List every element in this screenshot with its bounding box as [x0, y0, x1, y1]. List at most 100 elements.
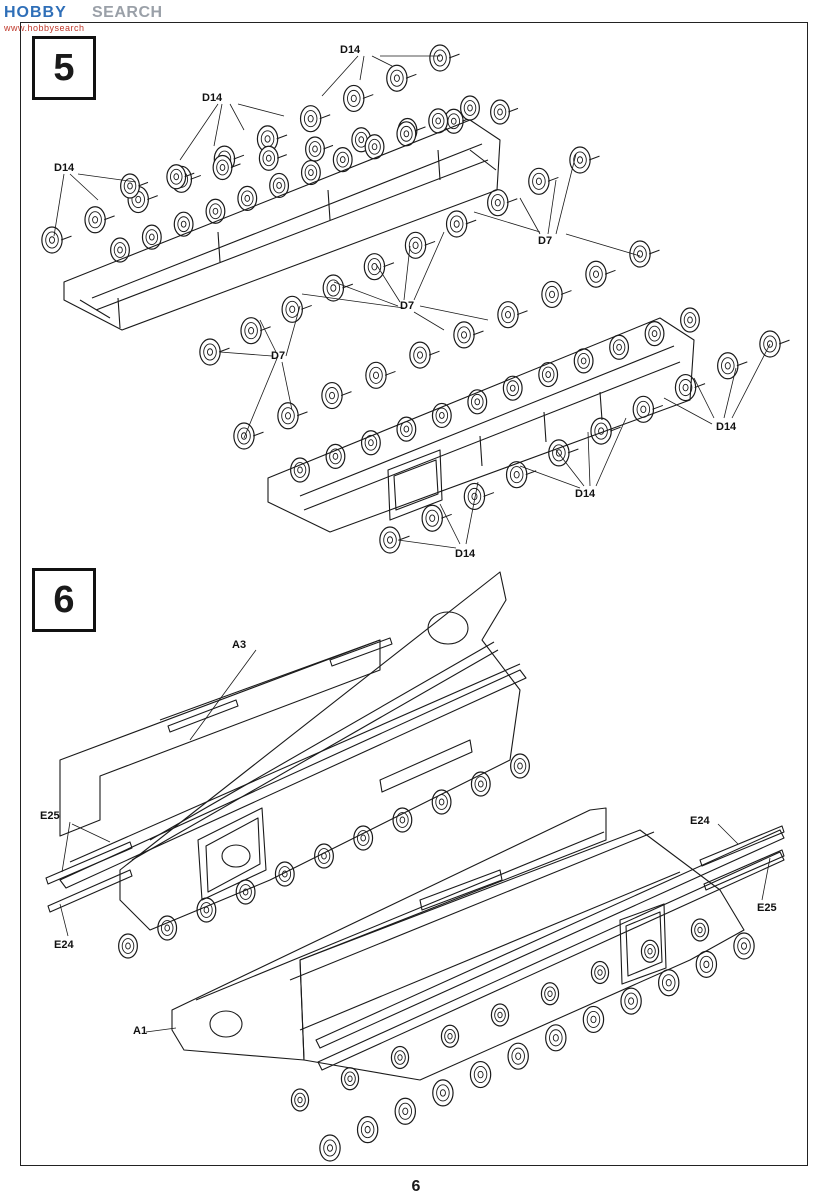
road-wheel — [256, 125, 288, 153]
road-wheel — [497, 301, 528, 329]
road-wheel — [404, 231, 436, 259]
road-wheel — [212, 154, 241, 181]
road-wheel — [305, 136, 334, 162]
hull-right-side-lower — [171, 807, 785, 1081]
road-wheel — [490, 1003, 510, 1027]
road-wheel — [365, 361, 396, 389]
road-wheel — [233, 422, 264, 450]
label-d7-left: D7 — [271, 350, 285, 362]
road-wheel — [487, 189, 518, 217]
road-wheel — [321, 381, 352, 410]
road-wheel — [364, 134, 385, 160]
road-wheel — [545, 1024, 567, 1052]
label-e24-right: E24 — [690, 815, 710, 827]
label-d14-left: D14 — [54, 162, 75, 174]
road-wheel — [538, 361, 559, 388]
road-wheel — [166, 164, 195, 190]
label-d14-bottom: D14 — [455, 548, 476, 560]
road-wheel — [290, 457, 310, 483]
road-wheel — [490, 99, 519, 125]
road-wheel — [205, 198, 226, 224]
road-wheel — [379, 526, 410, 554]
road-wheel — [644, 321, 665, 347]
road-wheel — [445, 210, 477, 238]
road-wheel — [322, 274, 354, 302]
label-d14-right: D14 — [716, 421, 737, 433]
road-wheel — [548, 439, 579, 467]
road-wheel — [394, 1097, 417, 1125]
road-wheel — [505, 461, 537, 489]
label-d14-lower: D14 — [575, 488, 596, 500]
page-number: 6 — [411, 1178, 421, 1195]
road-wheel — [84, 206, 115, 234]
road-wheel — [469, 1060, 492, 1089]
road-wheel — [717, 352, 748, 380]
road-wheel — [274, 861, 295, 887]
road-wheel — [110, 237, 130, 263]
road-wheel — [540, 982, 560, 1006]
road-wheel — [325, 443, 346, 469]
road-wheel — [199, 338, 230, 366]
road-wheel — [528, 167, 559, 195]
road-wheel — [332, 147, 353, 173]
label-a1: A1 — [133, 1025, 147, 1037]
road-wheel — [541, 280, 572, 309]
road-wheel — [440, 1024, 460, 1048]
road-wheel — [363, 253, 395, 281]
road-wheel — [590, 960, 610, 985]
road-wheel — [609, 334, 630, 360]
road-wheel — [360, 430, 381, 456]
road-wheel — [510, 753, 530, 779]
road-wheel — [343, 84, 374, 113]
road-wheel — [695, 950, 718, 978]
label-d7-center: D7 — [400, 300, 414, 312]
road-wheels — [41, 44, 790, 1162]
road-wheel — [585, 260, 616, 288]
road-wheel — [258, 145, 287, 171]
road-wheel — [396, 416, 417, 442]
road-wheel — [409, 341, 440, 369]
road-wheel — [41, 226, 72, 254]
road-wheel — [237, 185, 258, 211]
road-wheel — [300, 159, 321, 186]
label-e25-left: E25 — [40, 810, 60, 822]
road-wheel — [759, 330, 790, 358]
road-wheel — [421, 504, 452, 532]
label-e24-left: E24 — [54, 939, 74, 951]
watermark: HOBBY www.hobbysearch SEARCH — [4, 4, 163, 34]
road-wheel — [629, 240, 660, 268]
road-wheel — [240, 317, 271, 345]
watermark-brand: HOBBY — [4, 4, 67, 21]
road-wheel — [277, 402, 308, 430]
watermark-site: www.hobbysearch — [4, 23, 85, 33]
road-wheel — [314, 843, 334, 869]
road-wheel — [386, 64, 417, 92]
road-wheel — [640, 939, 660, 963]
road-wheel — [690, 918, 710, 942]
road-wheel — [290, 1088, 310, 1112]
road-wheel — [299, 105, 331, 133]
leader-lines — [53, 55, 771, 1033]
road-wheel — [235, 879, 256, 905]
road-wheel — [392, 807, 413, 833]
road-wheel — [569, 146, 600, 174]
road-wheel — [390, 1045, 410, 1070]
road-wheel — [196, 897, 217, 923]
step-6-number: 6 — [32, 568, 96, 632]
label-d14-upper: D14 — [202, 92, 223, 104]
road-wheel — [502, 375, 523, 401]
road-wheel — [632, 395, 664, 423]
road-wheel — [460, 95, 480, 121]
road-wheel — [432, 1079, 454, 1107]
road-wheel — [582, 1005, 605, 1034]
road-wheel — [118, 933, 138, 959]
suspension-frame-lower — [267, 317, 695, 533]
road-wheel — [507, 1042, 529, 1070]
road-wheel — [680, 307, 700, 333]
road-wheel — [467, 389, 488, 415]
road-wheel — [470, 771, 491, 797]
hull-left-side-upper — [45, 571, 527, 931]
road-wheel — [356, 1116, 379, 1144]
step-5-number: 5 — [32, 36, 96, 100]
label-d7-right: D7 — [538, 235, 552, 247]
